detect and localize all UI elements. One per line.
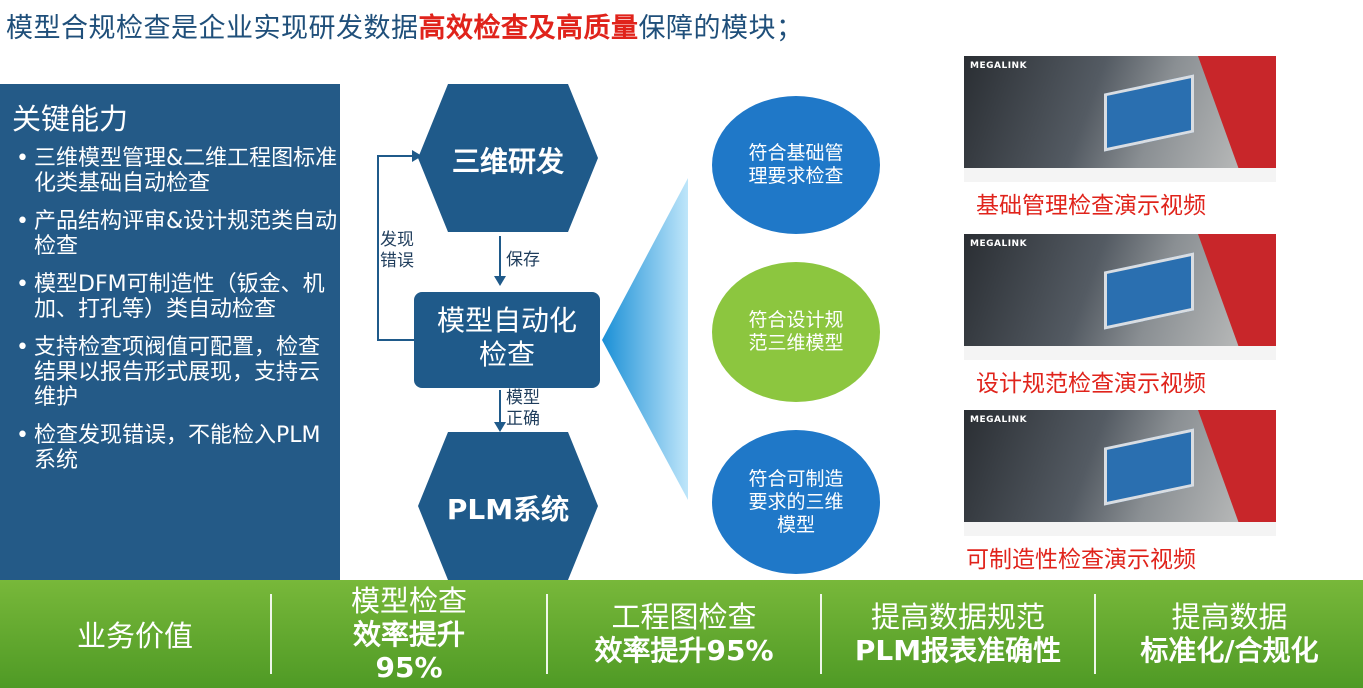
- top-node-label: 三维研发: [451, 145, 564, 178]
- page-headline: 模型合规检查是企业实现研发数据高效检查及高质量保障的模块；: [6, 6, 804, 45]
- top-hexagon: [418, 84, 598, 232]
- headline-suffix: 保障的模块；: [638, 13, 804, 44]
- value-bar-label: 业务价值: [76, 619, 193, 653]
- value-divider: [546, 594, 548, 674]
- capabilities-panel: 关键能力 三维模型管理&二维工程图标准化类基础自动检查 产品结构评审&设计规范类…: [0, 84, 340, 584]
- save-label: 保存: [506, 250, 540, 270]
- capabilities-title: 关键能力: [12, 102, 129, 136]
- bottom-hexagon: [418, 432, 598, 580]
- value-item-line: 模型检查: [350, 583, 467, 618]
- check-circle-label: 符合可制造要求的三维模型: [748, 467, 844, 536]
- value-bar-label-cell: 业务价值: [0, 580, 270, 688]
- video-card-dfm[interactable]: MEGALINK 可制造性检查演示视频: [964, 410, 1276, 573]
- check-circle-dfm: 符合可制造要求的三维模型: [712, 430, 880, 574]
- capabilities-list: 三维模型管理&二维工程图标准化类基础自动检查 产品结构评审&设计规范类自动检查 …: [16, 146, 338, 486]
- flow-diagram: 三维研发 模型自动化检查 PLM系统 保存 发现错误 模型正确: [340, 70, 720, 590]
- headline-highlight: 高效检查及高质量: [418, 13, 639, 44]
- check-circle-label: 符合设计规范三维模型: [748, 309, 844, 354]
- save-arrow-head: [494, 276, 506, 286]
- flow-diagram-graphics: [377, 84, 688, 580]
- middle-box: [414, 292, 600, 388]
- video-thumbnail[interactable]: MEGALINK: [964, 234, 1276, 360]
- value-item-strong: 效率提升95%: [594, 634, 774, 667]
- check-beam: [602, 178, 688, 500]
- video-card-design[interactable]: MEGALINK 设计规范检查演示视频: [964, 234, 1276, 397]
- value-item: 工程图检查 效率提升95%: [548, 580, 820, 688]
- check-circle-design: 符合设计规范三维模型: [712, 262, 880, 402]
- value-item-strong: 标准化/合规化: [1140, 634, 1319, 667]
- value-item-strong: PLM报表准确性: [854, 634, 1062, 667]
- value-divider: [1094, 594, 1096, 674]
- video-brand: MEGALINK: [970, 239, 1028, 249]
- video-card-basic[interactable]: MEGALINK 基础管理检查演示视频: [964, 56, 1276, 219]
- value-item: 提高数据 标准化/合规化: [1096, 580, 1363, 688]
- error-label: 发现错误: [380, 230, 414, 271]
- error-return-line: [377, 155, 414, 341]
- value-item: 提高数据规范 PLM报表准确性: [822, 580, 1094, 688]
- value-item-line: 工程图检查: [611, 600, 757, 634]
- bottom-node-label: PLM系统: [446, 493, 570, 526]
- video-title[interactable]: 设计规范检查演示视频: [976, 371, 1206, 397]
- headline-prefix: 模型合规检查是企业实现研发数据: [6, 13, 419, 44]
- business-value-bar: 业务价值 模型检查 效率提升95% 工程图检查 效率提升95% 提高数据规范 P…: [0, 580, 1363, 688]
- video-title[interactable]: 可制造性检查演示视频: [966, 547, 1196, 573]
- middle-node-label: 模型自动化检查: [436, 304, 577, 371]
- capability-item: 模型DFM可制造性（钣金、机加、打孔等）类自动检查: [16, 272, 338, 322]
- correct-label: 模型正确: [506, 388, 540, 429]
- value-item-strong: 效率提升95%: [352, 617, 465, 684]
- video-brand: MEGALINK: [970, 61, 1028, 71]
- video-title[interactable]: 基础管理检查演示视频: [976, 193, 1206, 219]
- video-thumbnail[interactable]: MEGALINK: [964, 56, 1276, 182]
- capability-item: 三维模型管理&二维工程图标准化类基础自动检查: [16, 146, 338, 196]
- value-divider: [270, 594, 272, 674]
- capability-item: 支持检查项阀值可配置，检查结果以报告形式展现，支持云维护: [16, 335, 338, 410]
- value-item: 模型检查 效率提升95%: [272, 580, 546, 688]
- correct-arrow-head: [494, 422, 506, 432]
- check-circle-label: 符合基础管理要求检查: [748, 142, 844, 187]
- check-circle-basic: 符合基础管理要求检查: [712, 96, 880, 234]
- value-item-line: 提高数据: [1171, 600, 1288, 634]
- value-divider: [820, 594, 822, 674]
- video-brand: MEGALINK: [970, 415, 1028, 425]
- capability-item: 检查发现错误，不能检入PLM系统: [16, 423, 338, 473]
- video-thumbnail[interactable]: MEGALINK: [964, 410, 1276, 536]
- capability-item: 产品结构评审&设计规范类自动检查: [16, 209, 338, 259]
- value-item-line: 提高数据规范: [870, 600, 1045, 634]
- error-return-arrow-head: [412, 150, 422, 162]
